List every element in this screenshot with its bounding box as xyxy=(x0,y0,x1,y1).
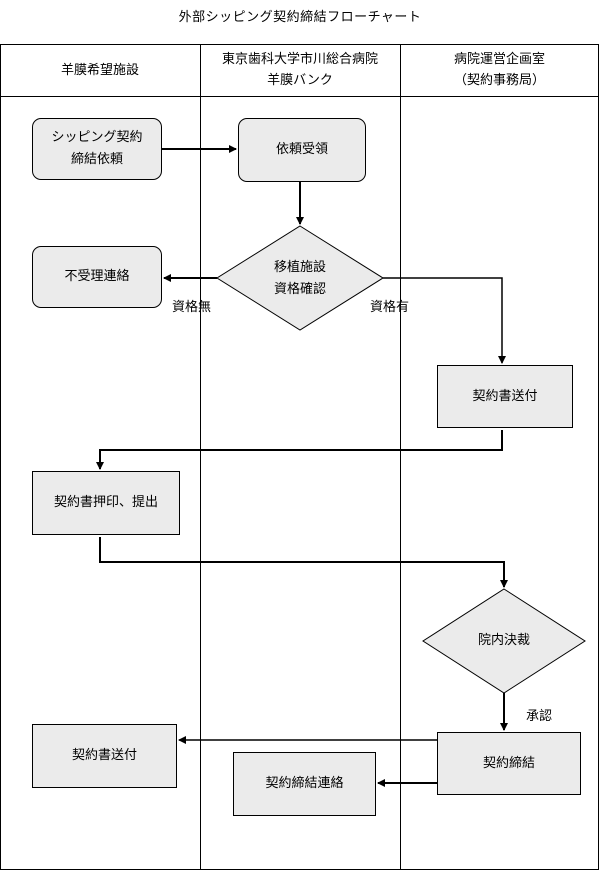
node-reject-notice: 不受理連絡 xyxy=(32,246,162,308)
swimlane-frame xyxy=(0,44,599,870)
node-send-contract-2: 契約書送付 xyxy=(32,724,177,788)
node-send-contract: 契約書送付 xyxy=(437,365,573,428)
edge-label-no-qualification: 資格無 xyxy=(172,300,212,315)
node-decision-internal: 院内決裁 xyxy=(477,633,530,648)
node-conclude: 契約締結 xyxy=(437,732,581,795)
lane-header-amnion-bank: 東京歯科大学市川総合病院 羊膜バンク xyxy=(200,45,400,95)
node-seal-submit: 契約書押印、提出 xyxy=(32,471,180,535)
node-request: シッピング契約 締結依頼 xyxy=(32,118,162,180)
node-receipt: 依頼受領 xyxy=(238,118,366,182)
arrow-send-to-seal xyxy=(96,430,503,470)
lane-header-line: 羊膜希望施設 xyxy=(60,62,139,78)
node-conclude-notice: 契約締結連絡 xyxy=(233,752,376,816)
lane-header-contract-office: 病院運営企画室 （契約事務局） xyxy=(400,45,599,95)
lane-header-line: 東京歯科大学市川総合病院 xyxy=(221,52,378,67)
lane-header-line: 病院運営企画室 xyxy=(453,52,545,67)
lane-header-requesting-facility: 羊膜希望施設 xyxy=(0,45,200,95)
decision-qualification-shape xyxy=(216,225,384,331)
lane-header-line: 羊膜バンク xyxy=(267,73,333,88)
lane-header-line: （契約事務局） xyxy=(453,73,545,88)
node-decision-qualification: 移植施設 資格確認 xyxy=(273,260,326,297)
arrow-decision-to-send-contract xyxy=(383,277,506,364)
edge-label-approval: 承認 xyxy=(526,709,553,724)
page-title: 外部シッピング契約締結フローチャート xyxy=(178,10,422,25)
edge-label-has-qualification: 資格有 xyxy=(370,300,410,315)
arrow-seal-to-internal-decision xyxy=(99,537,508,588)
